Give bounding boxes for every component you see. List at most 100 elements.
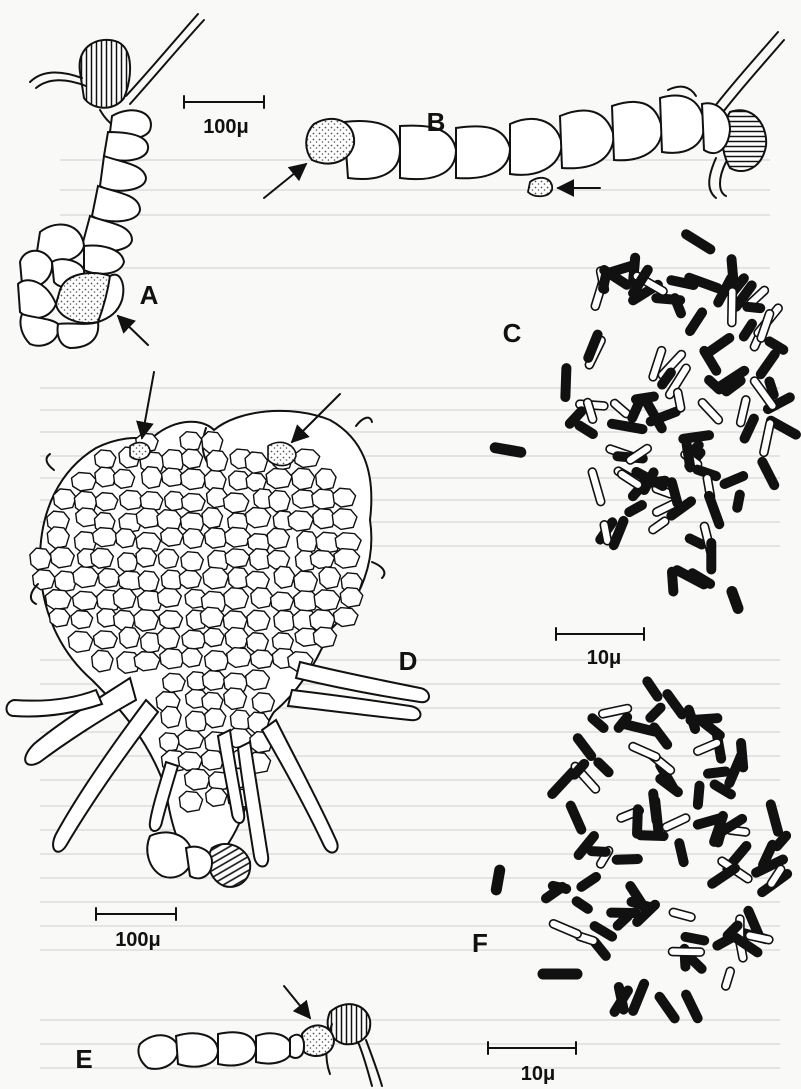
gametophyte-a <box>18 14 204 348</box>
prothallus-cell <box>138 571 159 592</box>
chromosome <box>587 846 611 856</box>
prothallus-cell <box>68 631 93 652</box>
prothallus-cell <box>271 592 294 611</box>
prothallus-cell <box>246 473 266 491</box>
prothallus-cell <box>250 650 273 669</box>
prothallus-cell <box>161 528 183 546</box>
chromosome <box>648 721 674 751</box>
chromosome <box>575 871 602 893</box>
prothallus-cell <box>73 567 98 588</box>
chromosome <box>693 781 704 810</box>
chromosome <box>641 675 664 703</box>
prothallus-cell <box>224 688 247 709</box>
prothallus-cell <box>267 550 289 569</box>
chromosome <box>612 854 643 864</box>
prothallus-cell <box>178 752 202 771</box>
chromosome <box>727 254 738 283</box>
chromosome <box>592 756 615 779</box>
prothallus-cell <box>179 570 201 588</box>
chromosome <box>661 688 688 721</box>
chromosome-pale <box>548 919 582 940</box>
prothallus-cell <box>49 608 70 626</box>
prothallus-cell <box>95 467 116 487</box>
prothallus-cell <box>91 548 114 568</box>
prothallus-cell <box>45 590 71 610</box>
prothallus-cell <box>93 528 118 547</box>
chromosome <box>632 805 642 839</box>
prothallus-cell <box>72 472 97 490</box>
chromosome <box>570 895 594 915</box>
prothallus-cell <box>116 529 136 548</box>
prothallus-cell <box>118 553 138 572</box>
chromosome <box>686 713 722 724</box>
prothallus-cell <box>134 610 159 632</box>
prothallus-cell <box>333 488 356 507</box>
prothallus-cell <box>246 670 270 690</box>
gametophyte-b <box>264 32 784 198</box>
prothallus-cell <box>224 588 249 610</box>
scale-label-chromosomes-f: 10μ <box>521 1063 555 1085</box>
prothallus-cell <box>47 527 69 548</box>
prothallus-cell <box>206 788 227 807</box>
chromosome-pale <box>697 397 724 425</box>
prothallus-cell <box>183 529 204 549</box>
prothallus-cell <box>163 673 186 692</box>
prothallus-cell <box>113 588 136 609</box>
chromosome <box>755 348 782 381</box>
prothallus-cell <box>142 467 163 489</box>
chromosome <box>684 306 709 337</box>
scale-bar-chromosomes-c <box>556 628 644 640</box>
chromosome-pale <box>759 419 775 457</box>
prothallus-cell <box>160 649 185 669</box>
chromosome <box>707 538 716 574</box>
prothallus-cell <box>332 509 357 530</box>
prothallus-cell <box>202 671 225 691</box>
chromosome <box>607 908 641 918</box>
chromosome <box>742 302 765 313</box>
chromosome-pale <box>721 966 735 991</box>
prothallus-cell <box>158 588 182 607</box>
prothallus-cell <box>50 547 74 568</box>
prothallus-cell <box>98 568 120 587</box>
prothallus-cell <box>178 730 204 749</box>
gametophyte-e <box>138 986 382 1086</box>
prothallus-cell <box>297 531 318 553</box>
chromosome <box>719 470 749 490</box>
prothallus-cell <box>182 648 203 667</box>
prothallus-cell <box>93 631 117 649</box>
prothallus-cell <box>158 549 178 568</box>
prothallus-cell <box>120 490 144 509</box>
prothallus-cell <box>251 588 273 609</box>
prothallus-cell <box>95 450 116 469</box>
chromosome <box>571 732 597 762</box>
prothallus-cell <box>119 627 140 648</box>
prothallus-cell <box>182 449 203 468</box>
prothallus-cell <box>161 706 181 727</box>
chromosome <box>627 978 650 1017</box>
prothallus-cell <box>266 468 292 488</box>
prothallus-cell <box>181 552 203 572</box>
scale-bar-top <box>184 96 264 108</box>
scale-label-top: 100μ <box>203 116 249 138</box>
prothallus-cell <box>202 508 223 529</box>
chromosome-pale <box>628 741 661 762</box>
prothallus-cell <box>53 489 76 510</box>
figure-label-d: D <box>399 646 418 676</box>
scale-label-chromosomes-c: 10μ <box>587 647 621 669</box>
chromosome <box>680 989 704 1025</box>
prothallus-cell <box>314 590 340 611</box>
chromosome <box>648 788 661 825</box>
chromosome <box>680 932 709 946</box>
figure-label-c: C <box>503 318 522 348</box>
prothallus-cell <box>313 627 336 647</box>
chromosome-spread-f <box>490 675 793 1025</box>
chromosome <box>623 499 648 518</box>
figure-label-f: F <box>472 928 488 958</box>
prothallus-cell <box>159 733 179 752</box>
scale-bar-middle <box>96 908 176 920</box>
prothallus-cell <box>247 610 270 631</box>
figure-label-e: E <box>75 1044 92 1074</box>
prothallus-cell <box>71 611 93 629</box>
prothallus-cell <box>159 611 182 629</box>
prothallus-cell <box>319 567 340 589</box>
